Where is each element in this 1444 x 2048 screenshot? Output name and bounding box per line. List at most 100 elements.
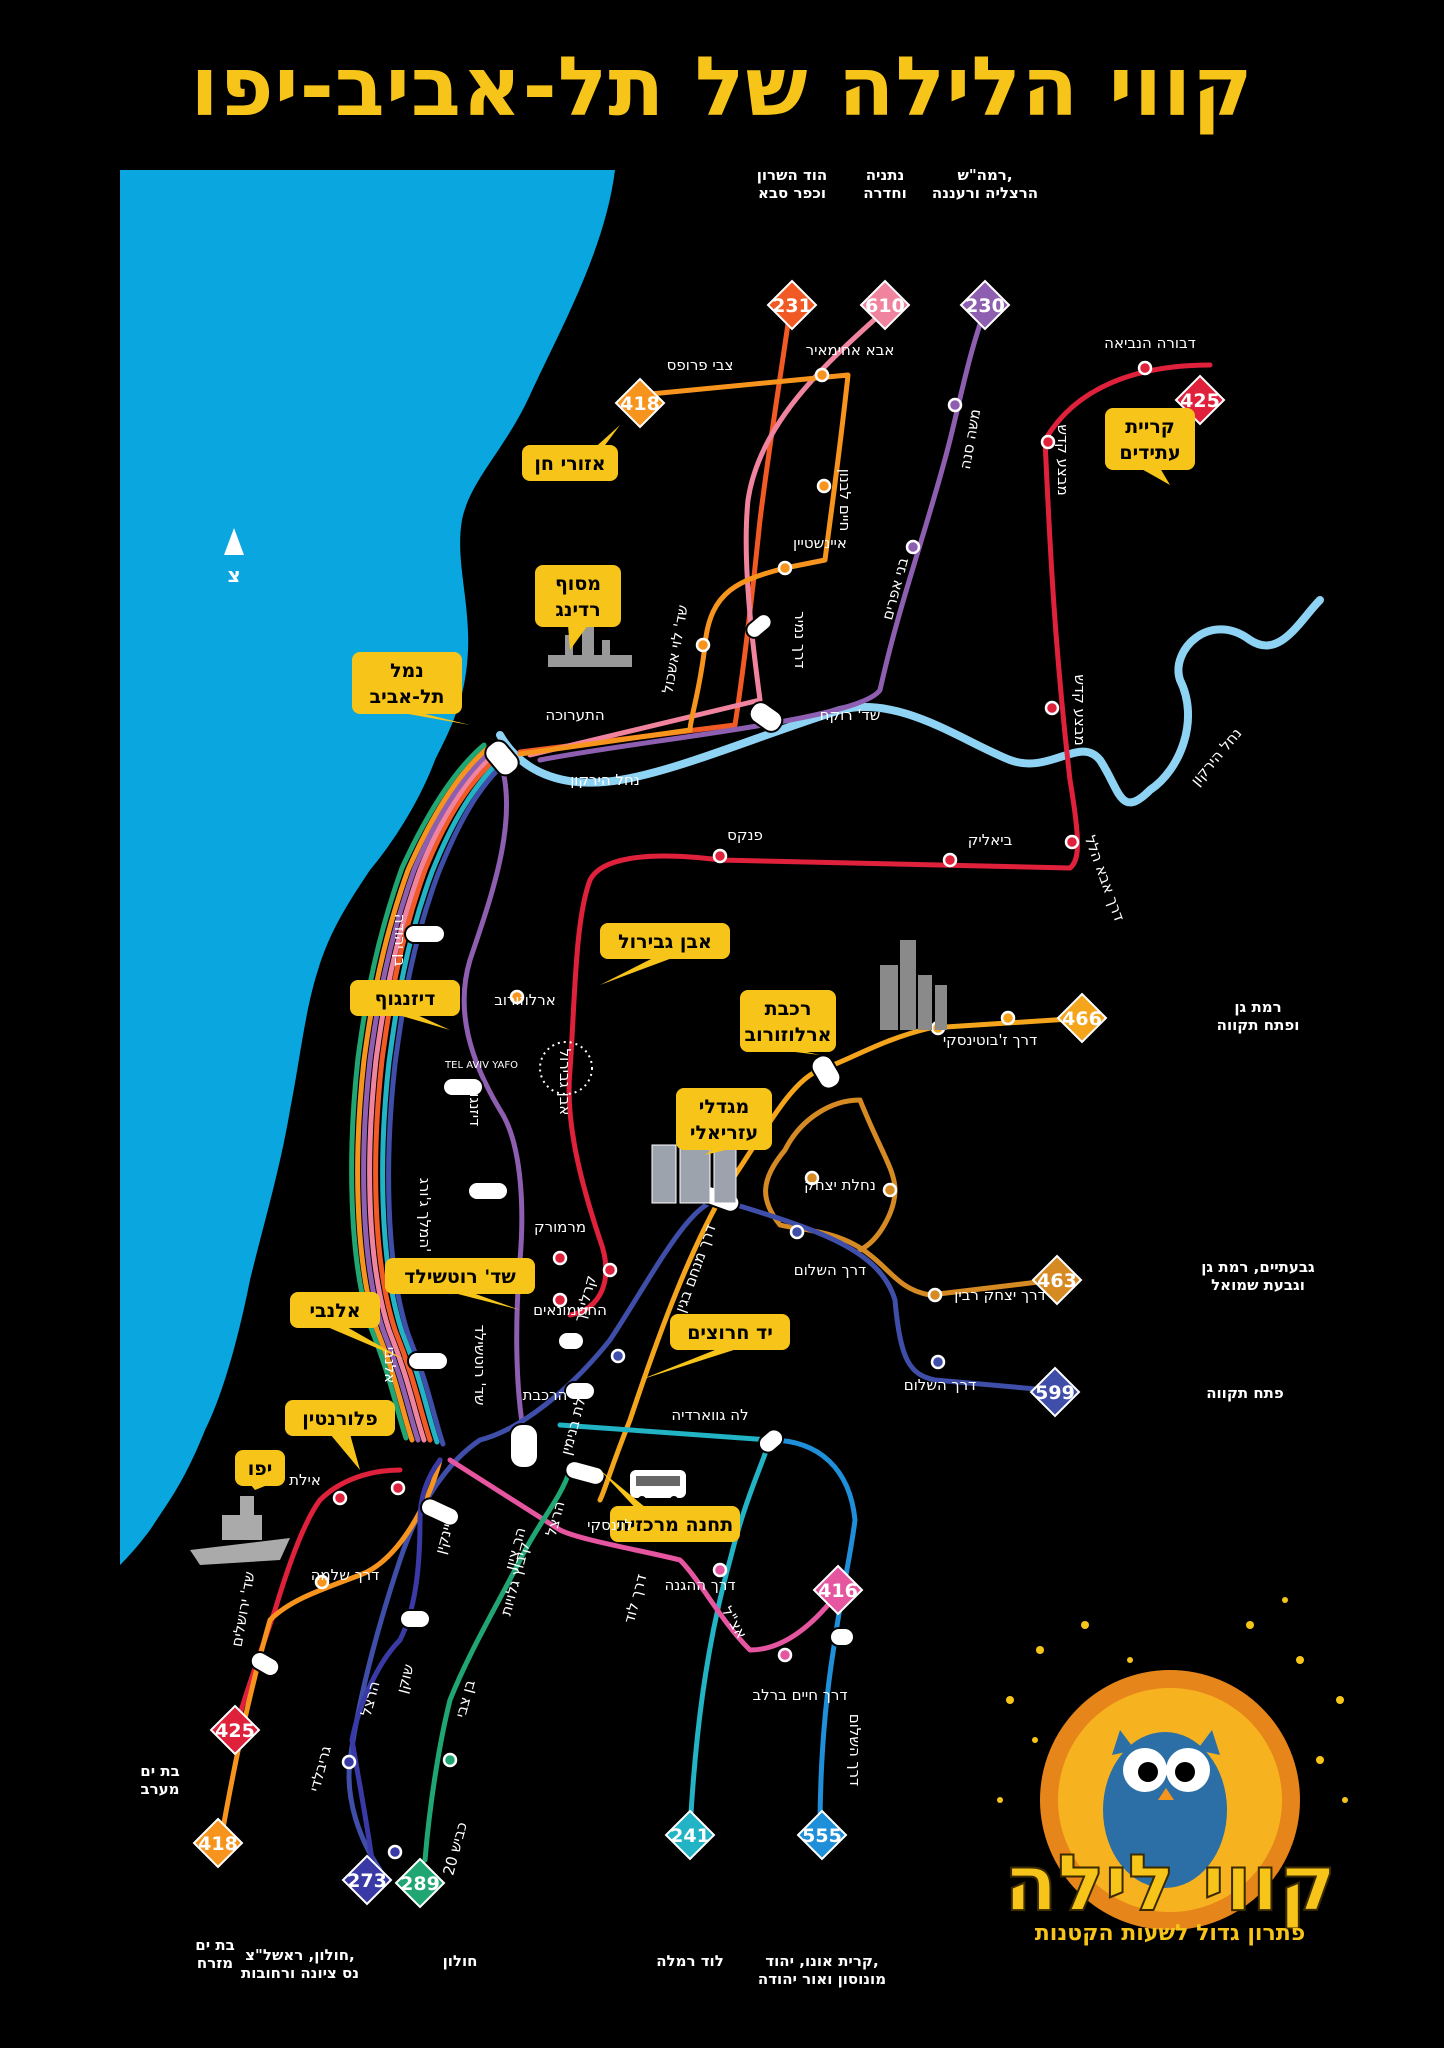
street-label: דרך לוד xyxy=(620,1572,650,1625)
badge-number: 555 xyxy=(802,1825,842,1847)
street-label: התערוכה xyxy=(545,706,604,724)
route-badge-599[interactable]: 599 xyxy=(1029,1366,1081,1418)
callout-text: קריית xyxy=(1125,416,1175,438)
callout-florentin[interactable]: פלורנטין xyxy=(285,1400,395,1470)
street-label: דרך ז'בוטינסקי xyxy=(943,1031,1037,1049)
interchanges xyxy=(249,613,855,1677)
callout-box xyxy=(600,923,730,959)
callout-tail xyxy=(1140,468,1170,485)
street-label: דרך יצחק רבין xyxy=(954,1286,1046,1304)
street-label: ביאליק xyxy=(968,831,1013,849)
destination-line: וחדרה xyxy=(863,184,907,202)
street-label: דרך חיים ברלב xyxy=(752,1686,847,1704)
callout-tail xyxy=(640,1348,740,1380)
callout-dizengoff[interactable]: דיזנגוף xyxy=(350,980,460,1030)
callout-yad-harutsim[interactable]: יד חרוצים xyxy=(640,1314,790,1380)
callout-tail xyxy=(568,625,588,650)
destination-line: מונוסון ואור יהודה xyxy=(758,1970,886,1988)
callout-text: אזורי חן xyxy=(534,453,605,475)
callout-azrieli[interactable]: מגדלי עזריאלי xyxy=(676,1088,772,1155)
badge-number: 273 xyxy=(347,1870,387,1892)
route-badge-230[interactable]: 230 xyxy=(959,279,1011,331)
badge-number: 418 xyxy=(620,393,660,415)
callout-tail xyxy=(397,712,470,725)
destination-line: לוד רמלה xyxy=(656,1952,724,1970)
callout-jaffa[interactable]: יפו xyxy=(235,1450,285,1490)
badge-number: 231 xyxy=(772,295,812,317)
badge-number: 241 xyxy=(670,1825,710,1847)
callout-azorei-chen[interactable]: אזורי חן xyxy=(522,425,620,481)
badge-shape xyxy=(341,1854,393,1906)
route-badge-418[interactable]: 418 xyxy=(614,377,666,429)
destination-line: חולון, ראשל"צ, xyxy=(245,1946,354,1964)
route-badge-416[interactable]: 416 xyxy=(812,1564,864,1616)
route-badge-466[interactable]: 466 xyxy=(1056,992,1108,1044)
street-label: לה גווארדיה xyxy=(671,1406,748,1424)
route-badge-418[interactable]: 418 xyxy=(192,1817,244,1869)
destination-line: רמה"ש, xyxy=(957,166,1012,184)
callout-text: פלורנטין xyxy=(302,1408,378,1430)
owl-icon xyxy=(1103,1730,1227,1888)
ramat-gan-towers-icon xyxy=(880,940,947,1030)
logo-main: קווי לילה xyxy=(1004,1839,1336,1929)
callout-text: עזריאלי xyxy=(690,1122,758,1144)
callout-tail xyxy=(325,1326,405,1360)
street-label: בן יהודה xyxy=(391,914,409,967)
callout-text: שד' רוטשילד xyxy=(404,1266,516,1288)
street-label: דבורה הנביאה xyxy=(1104,334,1196,352)
street-label: אבא אחימאיר xyxy=(806,341,895,359)
street-label: מרמורק xyxy=(534,1218,586,1236)
destination-d289: חולון xyxy=(443,1952,478,1970)
route-badge-555[interactable]: 555 xyxy=(796,1809,848,1861)
route-badges: 231 610 230 418 425 466 463 599 416 425 418 241 555 2… xyxy=(192,279,1226,1909)
callout-text: יפו xyxy=(248,1458,273,1480)
callout-box xyxy=(740,990,836,1052)
route-badge-289[interactable]: 289 xyxy=(394,1857,446,1909)
callout-tail xyxy=(395,1014,450,1030)
destination-line: וגבעת שמואל xyxy=(1211,1276,1305,1294)
callout-rothschild[interactable]: שד' רוטשילד xyxy=(385,1258,535,1310)
route-badge-241[interactable]: 241 xyxy=(664,1809,716,1861)
callout-text: נמל xyxy=(390,660,424,682)
badge-number: 425 xyxy=(1180,390,1220,412)
callout-even-gvirol[interactable]: אבן גבירול xyxy=(600,923,730,985)
route-badge-463[interactable]: 463 xyxy=(1031,1254,1083,1306)
street-label: דרך השלום xyxy=(794,1261,866,1279)
street-label: אילת xyxy=(289,1471,321,1489)
destination-line: גבעתיים, רמת גן xyxy=(1201,1258,1315,1276)
route-badge-425[interactable]: 425 xyxy=(209,1704,261,1756)
street-label: שד' רוקח xyxy=(820,706,881,724)
callout-box xyxy=(290,1292,380,1328)
street-label: דיזנגוף xyxy=(466,1084,484,1127)
badge-number: 466 xyxy=(1062,1008,1102,1030)
route-badge-273[interactable]: 273 xyxy=(341,1854,393,1906)
route-badge-231[interactable]: 231 xyxy=(766,279,818,331)
callout-central[interactable]: תחנה מרכזית xyxy=(600,1470,740,1542)
logo-tagline: פתרון גדול לשעות הקטנות xyxy=(1035,1921,1305,1946)
destination-line: וכפר סבא xyxy=(758,184,826,202)
callout-allenby[interactable]: אלנבי xyxy=(290,1292,405,1360)
destination-line: מערב xyxy=(140,1780,179,1798)
callout-text: דיזנגוף xyxy=(375,988,436,1010)
street-label: דרך ההגנה xyxy=(664,1576,735,1594)
badge-number: 416 xyxy=(818,1580,858,1602)
street-label: מבצע קדש xyxy=(1054,424,1072,495)
route-badge-610[interactable]: 610 xyxy=(859,279,911,331)
callout-text: מסוף xyxy=(555,573,601,595)
street-label: דרך נמיר xyxy=(791,611,809,669)
callout-text: מגדלי xyxy=(699,1096,750,1118)
callout-box xyxy=(385,1258,535,1294)
badge-shape xyxy=(209,1704,261,1756)
badge-shape xyxy=(1031,1254,1083,1306)
kavei-laila-logo: קווי לילה פתרון גדול לשעות הקטנות xyxy=(997,1597,1348,1946)
